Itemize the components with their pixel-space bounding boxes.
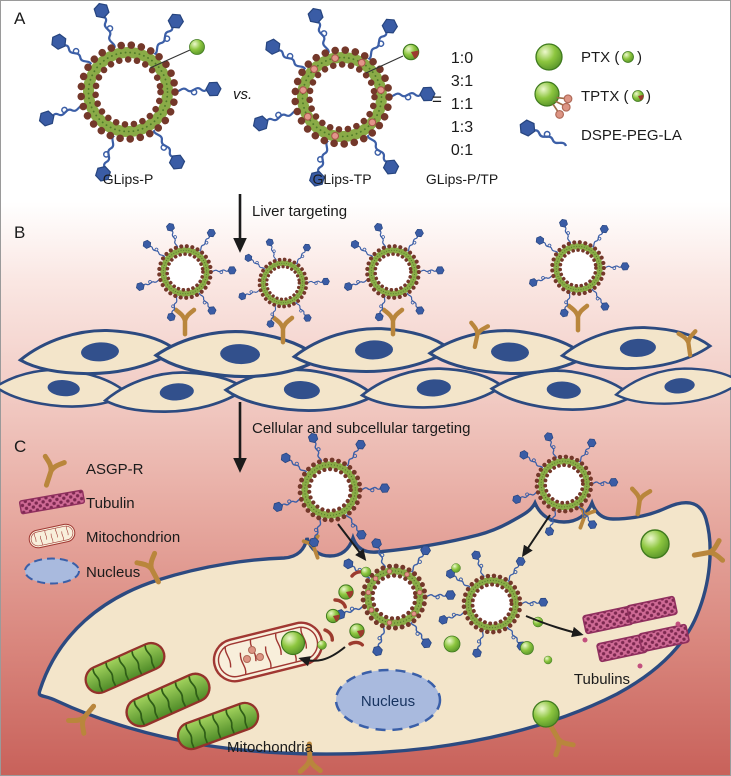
tptx-small-icon (632, 90, 645, 102)
panel-b-label: B (14, 223, 25, 242)
tptx-callout-sphere (402, 43, 420, 61)
mitochondrion-legend-label: Mitochondrion (86, 529, 180, 546)
endocytosis-arrow (521, 514, 551, 558)
released-ptx (360, 566, 372, 578)
ptx-sphere (532, 700, 560, 728)
ratio-item: 1:0 (451, 50, 473, 67)
panel-c-label: C (14, 437, 26, 456)
tptx-fragments (243, 646, 264, 663)
released-ptx (443, 635, 461, 653)
to-tubulins-arrow (525, 615, 584, 638)
tptx-legend-prefix: TPTX ( (581, 88, 629, 105)
released-ptx (543, 655, 553, 665)
ratio-item: 1:1 (451, 96, 473, 113)
legend-c: ASGP-R Tubulin Mitochondrion Nucleus (18, 456, 180, 585)
panel-c: C ASGP-R Tubulin Mitochondrion Nucleus (14, 432, 723, 772)
ratio-item: 0:1 (451, 142, 473, 159)
released-tptx (338, 584, 354, 600)
released-ptx (451, 563, 461, 573)
panel-b: B (0, 218, 731, 418)
arrow-cellular-targeting: Cellular and subcellular targeting (233, 402, 470, 473)
ratio-caption: GLips-P/TP (426, 171, 498, 187)
glips-p-caption: GLips-P (103, 171, 154, 187)
ptx-legend-suffix: ) (637, 49, 642, 66)
glips-tp-caption: GLips-TP (312, 171, 371, 187)
ptx-callout-sphere (189, 39, 205, 55)
ptx-legend-sphere (535, 43, 563, 71)
nucleus: Nucleus (334, 668, 442, 732)
tubulins-label: Tubulins (574, 671, 630, 688)
asgpr-legend-label: ASGP-R (86, 461, 144, 478)
ptx-pointer-line (149, 49, 191, 69)
to-mitochondria-arrow (298, 646, 346, 667)
nucleus-icon (24, 557, 80, 585)
released-ptx (317, 640, 327, 650)
dspe-legend-label: DSPE-PEG-LA (581, 127, 682, 144)
tptx-pointer-line (365, 55, 404, 74)
tubulin-icon (18, 489, 86, 515)
vs-label: vs. (233, 86, 252, 103)
ptx-small-icon (622, 51, 634, 63)
ptx-sphere (280, 630, 306, 656)
tubulin-dots (582, 621, 681, 669)
nucleus-legend-label: Nucleus (86, 564, 140, 581)
ptx-legend-prefix: PTX ( (581, 49, 619, 66)
legend-a: PTX ( ) TPTX ( ) DSPE-PEG-LA (516, 43, 682, 154)
endocytosis-arrow (337, 523, 367, 561)
nucleus-label: Nucleus (361, 693, 415, 710)
arrow-liver-targeting: Liver targeting (233, 194, 347, 253)
released-ptx (520, 641, 534, 655)
pathway-arrows (298, 514, 584, 667)
panel-a: A vs. = 1:0 3:1 1:1 1:3 0:1 GLips-P GLip… (14, 2, 682, 188)
cellular-targeting-label: Cellular and subcellular targeting (252, 420, 470, 437)
tptx-legend-suffix: ) (646, 88, 651, 105)
ratio-item: 1:3 (451, 119, 473, 136)
released-tptx (349, 623, 365, 639)
mitochondria-group: Mitochondria (80, 617, 328, 756)
mitochondria-label: Mitochondria (227, 739, 314, 756)
released-tptx (325, 608, 341, 624)
tubulin-legend-label: Tubulin (86, 495, 135, 512)
tubulins-group: Tubulins (574, 595, 691, 688)
panel-a-label: A (14, 9, 26, 28)
ptx-sphere (640, 529, 670, 559)
equals-sign: = (432, 90, 442, 109)
liver-targeting-label: Liver targeting (252, 203, 347, 220)
ratio-list: 1:0 3:1 1:1 1:3 0:1 (451, 50, 473, 159)
ratio-item: 3:1 (451, 73, 473, 90)
